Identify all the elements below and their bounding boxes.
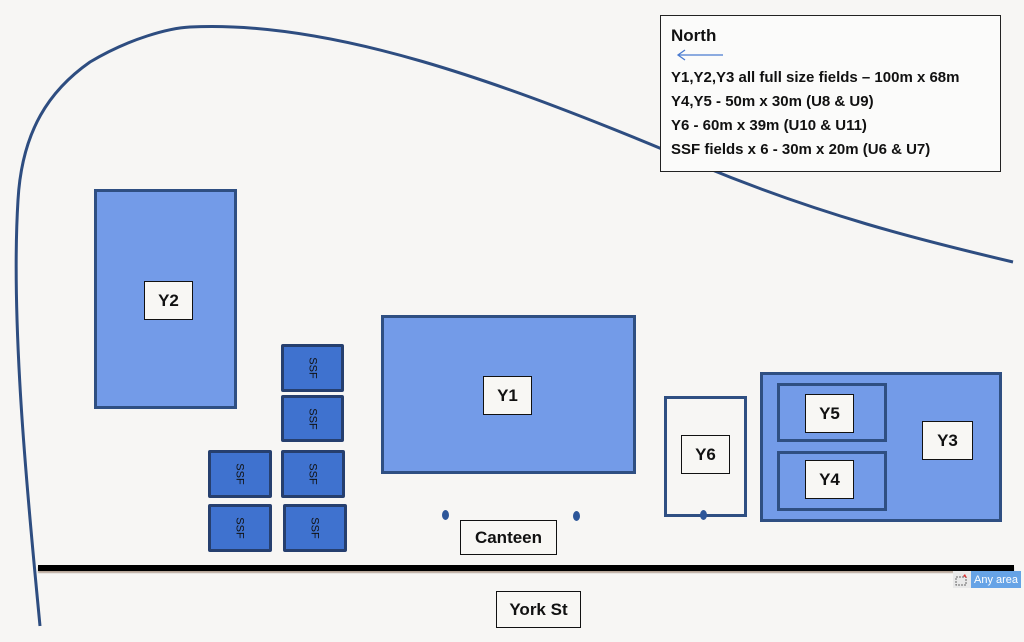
arrow-left-icon (671, 46, 990, 64)
ssf-field: SSF (281, 450, 345, 498)
canteen-label: Canteen (460, 520, 557, 555)
ssf-field-label: SSF (234, 463, 246, 485)
field-y5-label: Y5 (805, 394, 854, 433)
snip-mode-label[interactable]: Any area (971, 571, 1022, 588)
snip-tool-tooltip[interactable]: Any area (953, 571, 1022, 588)
ssf-field: SSF (281, 395, 344, 442)
snip-area-icon[interactable] (953, 571, 971, 588)
ssf-field: SSF (208, 504, 272, 552)
field-y2-label: Y2 (144, 281, 193, 320)
ssf-field: SSF (283, 504, 347, 552)
ssf-field-label: SSF (306, 357, 319, 379)
site-boundary-line (14, 24, 1014, 627)
ssf-field-label: SSF (307, 463, 319, 485)
ssf-field-label: SSF (309, 517, 321, 539)
ssf-field-label: SSF (234, 517, 246, 539)
field-y3-label: Y3 (922, 421, 973, 460)
field-y4-label: Y4 (805, 460, 854, 499)
goal-post-marker (700, 510, 707, 520)
legend-line: Y1,Y2,Y3 all full size fields – 100m x 6… (671, 69, 960, 86)
legend-title: North (671, 26, 717, 45)
canteen-marker (573, 511, 580, 521)
york-st-road (38, 565, 1014, 571)
field-y1-label: Y1 (483, 376, 532, 415)
legend-line: Y6 - 60m x 39m (U10 & U11) (671, 117, 867, 134)
ssf-field-label: SSF (306, 407, 319, 430)
field-y6-label: Y6 (681, 435, 730, 474)
street-label: York St (496, 591, 581, 628)
canteen-marker (442, 510, 449, 520)
legend-line: SSF fields x 6 - 30m x 20m (U6 & U7) (671, 141, 931, 158)
legend-line: Y4,Y5 - 50m x 30m (U8 & U9) (671, 93, 874, 110)
ssf-field: SSF (208, 450, 272, 498)
legend-box: North Y1,Y2,Y3 all full size fields – 10… (660, 15, 1001, 172)
ssf-field: SSF (281, 344, 344, 392)
